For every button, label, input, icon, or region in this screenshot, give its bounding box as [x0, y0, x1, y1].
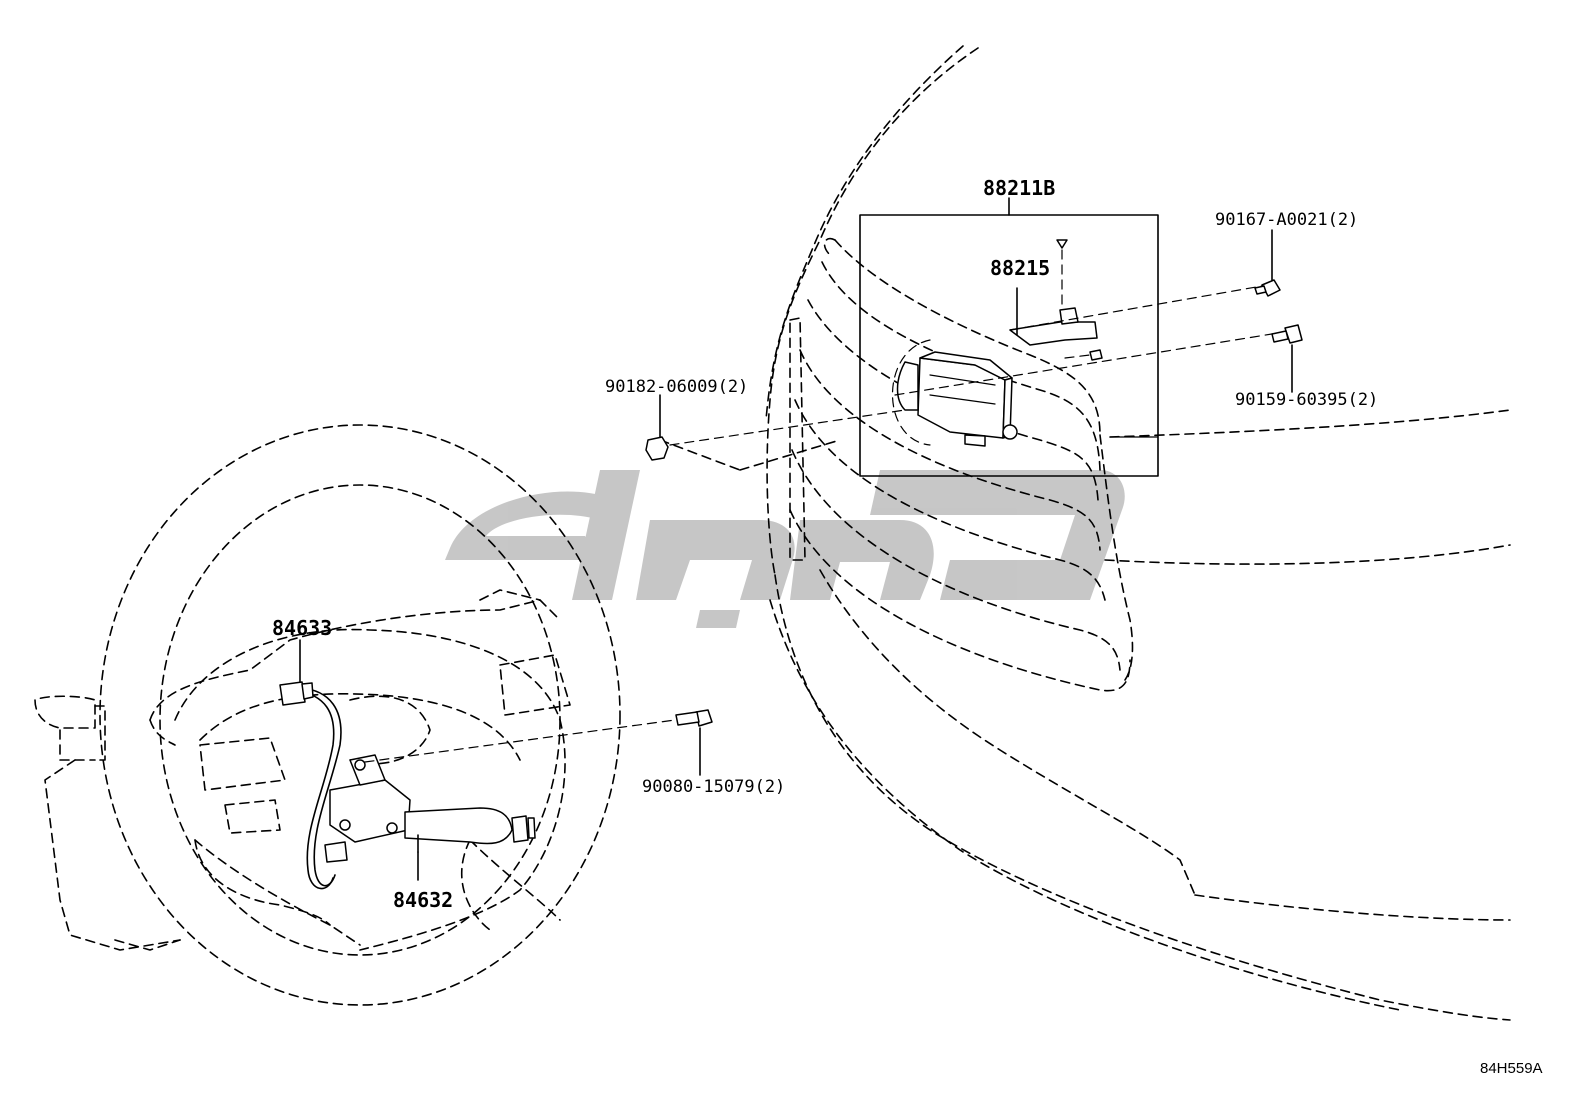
part-label-84632: 84632	[393, 888, 453, 912]
steering-wheel	[99, 424, 621, 1006]
install-lines-front	[669, 285, 1279, 446]
cruise-switch-assembly	[279, 681, 536, 890]
part-label-90080: 90080-15079(2)	[642, 777, 785, 797]
leader-lines	[299, 639, 419, 881]
part-label-90159: 90159-60395(2)	[1235, 390, 1378, 410]
part-label-84633: 84633	[272, 616, 332, 640]
watermark-logo	[445, 470, 1125, 628]
part-label-90167: 90167-A0021(2)	[1215, 210, 1358, 230]
bolt-90167-icon	[1254, 229, 1281, 297]
bolt-90080-icon	[364, 709, 713, 776]
nut-90182-icon	[645, 394, 669, 461]
part-label-88215: 88215	[990, 256, 1050, 280]
sensor-assembly-box	[859, 197, 1159, 477]
part-label-90182: 90182-06009(2)	[605, 377, 748, 397]
diagram-reference-code: 84H559A	[1480, 1060, 1543, 1077]
bolt-90159-icon	[1271, 324, 1303, 393]
car-front-body	[659, 45, 1511, 1021]
part-label-88211B: 88211B	[983, 176, 1055, 200]
